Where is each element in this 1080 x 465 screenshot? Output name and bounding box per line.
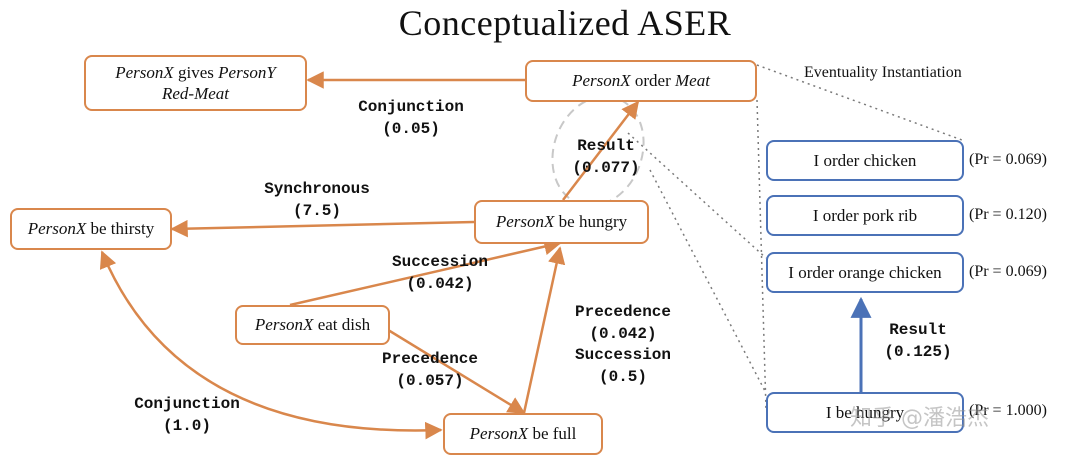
node-personx-be-full: PersonX be full xyxy=(443,413,603,455)
edge-hungry-to-thirsty xyxy=(170,219,475,238)
edge-hungry-to-order xyxy=(562,100,640,201)
label-result-instance: Result (0.125) xyxy=(884,321,952,361)
instance-node-be-hungry: I be hungry xyxy=(766,392,964,433)
instance-node-order-chicken: I order chicken xyxy=(766,140,964,181)
instance-prob-order-pork-rib: (Pr = 0.120) xyxy=(969,206,1047,223)
label-synchronous: Synchronous (7.5) xyxy=(264,180,370,220)
node-personx-gives-persony: PersonX gives PersonY Red-Meat xyxy=(84,55,307,111)
label-precedence-succession-full-hungry: Precedence (0.042) Succession (0.5) xyxy=(574,303,671,386)
label-result-hungry-order: Result (0.077) xyxy=(572,137,640,177)
instance-node-order-pork-rib: I order pork rib xyxy=(766,195,964,236)
label-precedence-eat-full: Precedence (0.057) xyxy=(381,350,478,390)
label-conjunction-order-gives: Conjunction (0.05) xyxy=(358,98,464,138)
dotted-line-order-to-chicken xyxy=(756,64,963,141)
node-eat-text: PersonX eat dish xyxy=(254,315,371,335)
edge-full-to-hungry xyxy=(522,246,566,414)
label-succession-eat-hungry: Succession (0.042) xyxy=(391,253,488,293)
node-personx-eat-dish: PersonX eat dish xyxy=(235,305,390,345)
instance-prob-order-chicken: (Pr = 0.069) xyxy=(969,151,1047,168)
label-conjunction-thirsty-full: Conjunction (1.0) xyxy=(134,395,240,435)
instance-prob-order-orange-chicken: (Pr = 0.069) xyxy=(969,263,1047,280)
node-personx-order-meat: PersonX order Meat xyxy=(525,60,757,102)
node-hungry-text: PersonX be hungry xyxy=(495,212,628,232)
diagram-title: Conceptualized ASER xyxy=(398,3,732,43)
instance-prob-be-hungry: (Pr = 1.000) xyxy=(969,402,1047,419)
dotted-line-result-to-orange-chicken xyxy=(627,132,767,259)
node-personx-be-thirsty: PersonX be thirsty xyxy=(10,208,172,250)
watermark-text: 知乎 @潘浩杰 xyxy=(850,406,989,431)
instance-node-order-orange-chicken: I order orange chicken xyxy=(766,252,964,293)
node-order-text: PersonX order Meat xyxy=(572,71,710,91)
node-thirsty-text: PersonX be thirsty xyxy=(27,219,155,239)
node-gives-text: PersonX gives PersonY Red-Meat xyxy=(115,62,276,103)
edge-thirsty-full-conjunction xyxy=(99,250,443,440)
eventuality-instantiation-label: Eventuality Instantiation xyxy=(804,64,962,81)
dotted-line-order-to-hungry-instance xyxy=(756,99,767,411)
node-full-text: PersonX be full xyxy=(469,424,577,444)
node-personx-be-hungry: PersonX be hungry xyxy=(474,200,649,244)
